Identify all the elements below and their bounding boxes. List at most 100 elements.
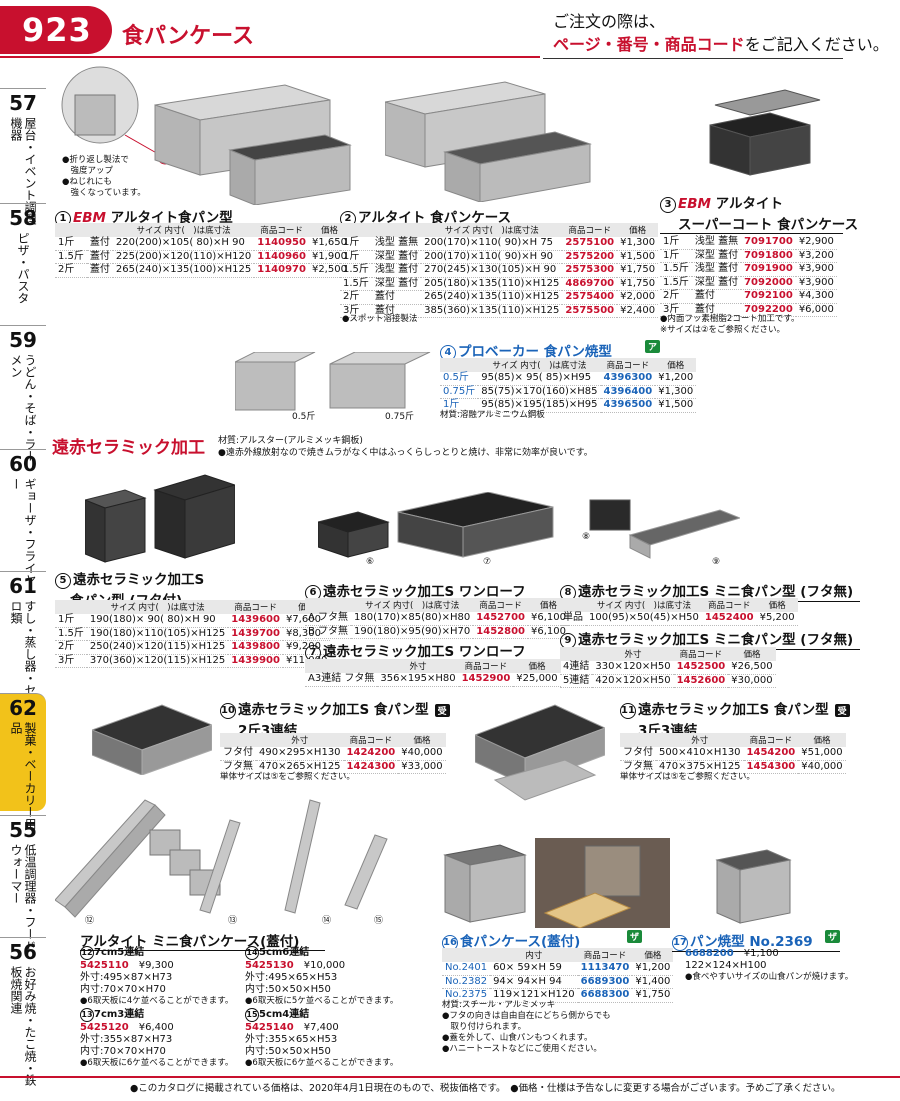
product-name: 遠赤セラミック加工S ワンローフ — [323, 644, 526, 660]
col-code: 商品コード — [228, 600, 283, 614]
col-code: 商品コード — [254, 223, 309, 237]
section-material: 材質:アルスター(アルミメッキ鋼板) — [218, 436, 363, 446]
col-code: 商品コード — [577, 948, 633, 962]
notes-3: ●内面フッ素樹脂2コート加工です。 ※サイズは②をご参照ください。 — [660, 314, 799, 336]
index-tab-56[interactable]: 56 お好み焼・たこ焼・鉄板焼関連 — [0, 937, 46, 1086]
col-price: 価格 — [513, 659, 561, 673]
item-code: 5425120 — [80, 1022, 129, 1033]
product-number: 10 — [220, 703, 236, 719]
img-label-9: ⑨ — [712, 557, 721, 567]
note-11: 単体サイズは⑤をご参照ください。 — [620, 772, 755, 782]
product-name-1: 遠赤セラミック加工S 食パン型 — [238, 702, 429, 718]
ceramic-mini-image — [589, 499, 740, 559]
index-tab-62[interactable]: 62 製菓・ベーカリー用品 — [0, 693, 46, 830]
bake-pan-image — [715, 849, 792, 924]
product-number: 5 — [55, 573, 71, 589]
index-label: ピザ・パスタ — [16, 232, 30, 304]
col-price: 価格 — [632, 948, 674, 962]
item-outer: 外寸:495×65×H53 — [245, 972, 338, 983]
item-code: 5425110 — [80, 960, 129, 971]
item-name: 7cm5連結 — [94, 947, 145, 958]
index-tab-57[interactable]: 57 屋台・イベント調理機器 — [0, 88, 46, 225]
item-inner: 内寸:50×50×H50 — [245, 984, 331, 995]
index-tab-59[interactable]: 59 うどん・そば・ラーメン — [0, 325, 46, 462]
mini-item-13: 137cm3連結 5425120 ¥6,400 外寸:355×87×H73 内寸… — [80, 1008, 233, 1069]
item-price: ¥1,100 — [743, 948, 779, 959]
item-price: ¥10,000 — [303, 960, 346, 971]
item-note: ●6取天板に4ケ並べることができます。 — [80, 996, 234, 1006]
ceramic-3kin3-image — [475, 704, 605, 801]
product-name-1: アルタイト — [715, 196, 784, 212]
col-size: サイズ 内寸( )は底寸法 — [86, 600, 229, 614]
col-inner: 内寸 — [490, 948, 578, 962]
item-note: ●6取天板に5ケ並べることができます。 — [245, 996, 399, 1006]
product-name: 遠赤セラミック加工S ミニ食パン型 (フタ無) — [578, 632, 854, 648]
img-label-8: ⑧ — [582, 532, 591, 542]
product-title-12-15: アルタイト ミニ食パンケース(蓋付) — [80, 930, 325, 951]
notice-line-1: ご注文の際は、 — [553, 12, 666, 31]
item-code: 5425130 — [245, 960, 294, 971]
item-outer: 外寸:355×87×H73 — [80, 1034, 173, 1045]
col-outer: 外寸 — [256, 733, 344, 747]
col-code: 商品コード — [600, 358, 656, 372]
page-title: 食パンケース — [122, 24, 255, 49]
item-inner: 内寸:70×70×H70 — [80, 1046, 166, 1057]
item-outer: 外寸:355×65×H53 — [245, 1034, 338, 1045]
index-tab-55[interactable]: 55 低温調理器・フードウォーマー — [0, 815, 46, 952]
mini-item-12: 127cm5連結 5425110 ¥9,300 外寸:495×87×H73 内寸… — [80, 946, 233, 1007]
ceramic-oneloaf-image — [318, 492, 554, 558]
callout-line — [124, 134, 161, 156]
order-notice: ご注文の際は、 ページ・番号・商品コードをご記入ください。 — [553, 10, 889, 56]
note-line: ●フタの向きは自由自在にどちら側からでも — [442, 1011, 611, 1021]
col-code: 商品コード — [562, 223, 618, 237]
index-tab-60[interactable]: 60 ギョーザ・フライヤー — [0, 449, 46, 586]
index-tab-58[interactable]: 58 ピザ・パスタ — [0, 203, 46, 321]
pan2-side — [254, 144, 351, 205]
product-name: 遠赤セラミック加工S ミニ食パン型 (フタ無) — [578, 584, 854, 600]
img-label-15: ⑮ — [374, 916, 384, 926]
note-line: ●内面フッ素樹脂2コート加工です。 — [660, 314, 800, 324]
item-note: ●6取天板に6ケ並べることができます。 — [80, 1058, 234, 1068]
col-price: 価格 — [798, 733, 846, 747]
col-size: サイズ 内寸( )は底寸法 — [112, 223, 255, 237]
index-number: 60 — [9, 452, 37, 476]
item-number: 15 — [245, 1008, 259, 1022]
img-label-13: ⑬ — [228, 916, 238, 926]
item-name: 5cm4連結 — [259, 1009, 310, 1020]
product-name: アルタイト 食パンケース — [358, 210, 512, 226]
mini-item-14: 145cm6連結 5425130 ¥10,000 外寸:495×65×H53 内… — [245, 946, 398, 1007]
index-tab-61[interactable]: 61 すし・蒸し器・セイロ類 — [0, 571, 46, 708]
closeup-edge — [74, 94, 116, 136]
notice-red: ページ・番号・商品コード — [553, 35, 745, 54]
altite-pan-image — [61, 66, 352, 205]
item-code: 6688200 — [685, 948, 734, 959]
index-label: ギョーザ・フライヤー — [9, 478, 37, 586]
section-title: 遠赤セラミック加工 — [52, 438, 205, 458]
index-number: 56 — [9, 940, 37, 964]
note-line: ●ハニートーストなどにご使用ください。 — [442, 1044, 602, 1054]
